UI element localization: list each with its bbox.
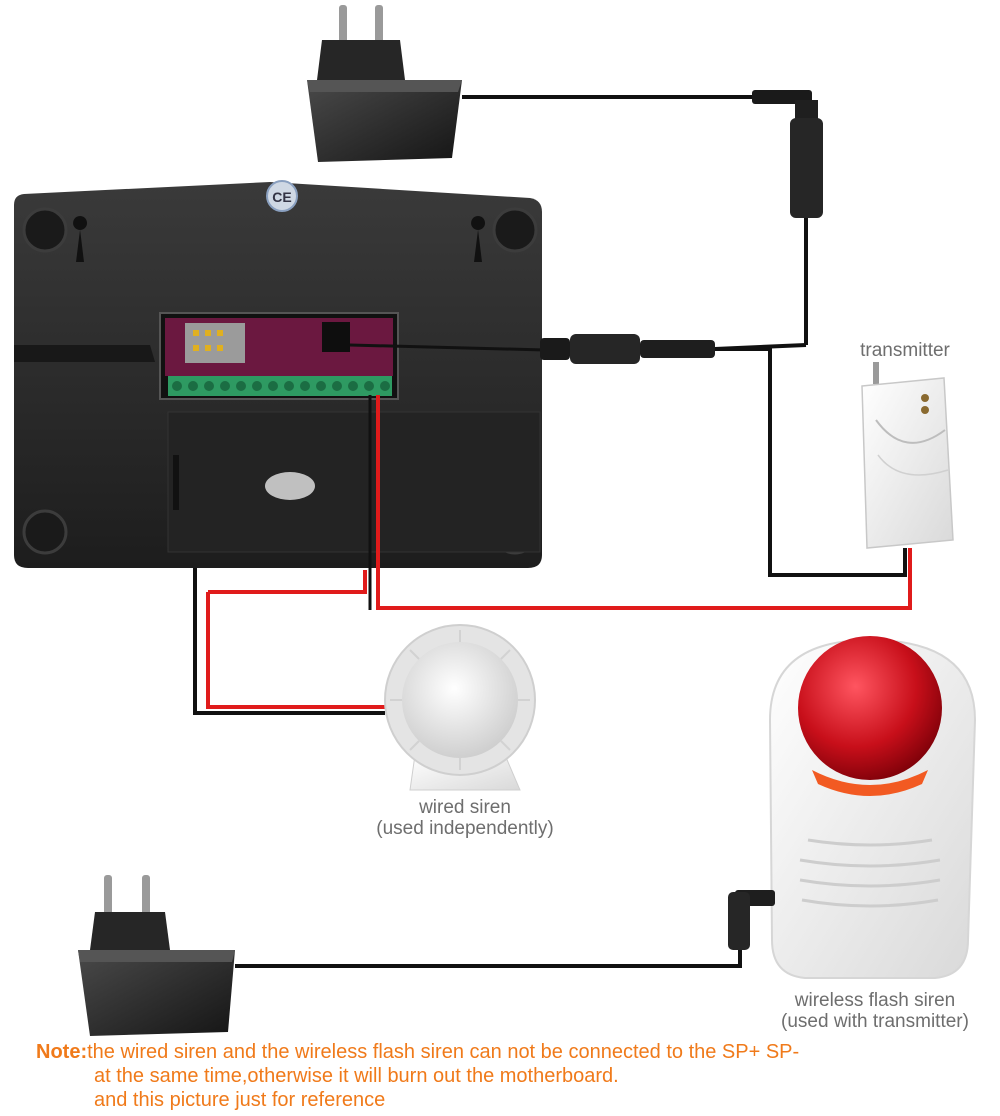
wired-siren-label-line1: wired siren <box>419 797 511 818</box>
terminal-block <box>168 376 392 396</box>
wireless-siren-label: wireless flash siren (used with transmit… <box>760 990 990 1032</box>
wireless-flash-siren-icon <box>768 636 977 979</box>
wired-siren-icon <box>384 624 536 791</box>
power-adapter-bottom <box>78 875 235 1036</box>
dc-plug-top <box>752 90 823 345</box>
transmitter-icon <box>861 362 954 549</box>
wireless-siren-label-line1: wireless flash siren <box>794 990 956 1011</box>
plug-pin-icon <box>104 875 112 915</box>
power-adapter-top <box>307 5 462 162</box>
transmitter-label: transmitter <box>860 340 950 361</box>
wired-siren-label: wired siren (used independently) <box>360 797 570 839</box>
note-line-2: at the same time,otherwise it will burn … <box>94 1065 619 1087</box>
dc-plug-panel <box>540 334 715 364</box>
note-heading: Note: <box>36 1041 88 1063</box>
plug-pin-icon <box>142 875 150 915</box>
alarm-panel-back: CE <box>14 180 542 568</box>
note-line-1: the wired siren and the wireless flash s… <box>87 1041 800 1063</box>
plug-pin-icon <box>339 5 347 45</box>
note-line-3: and this picture just for reference <box>94 1089 386 1111</box>
plug-pin-icon <box>375 5 383 45</box>
wired-siren-label-line2: (used independently) <box>376 818 554 839</box>
ce-mark-text: CE <box>272 189 291 205</box>
dc-plug-siren <box>728 890 775 966</box>
warning-note: Note:the wired siren and the wireless fl… <box>36 1040 799 1112</box>
wireless-siren-label-line2: (used with transmitter) <box>781 1011 969 1032</box>
ce-badge <box>266 180 298 212</box>
